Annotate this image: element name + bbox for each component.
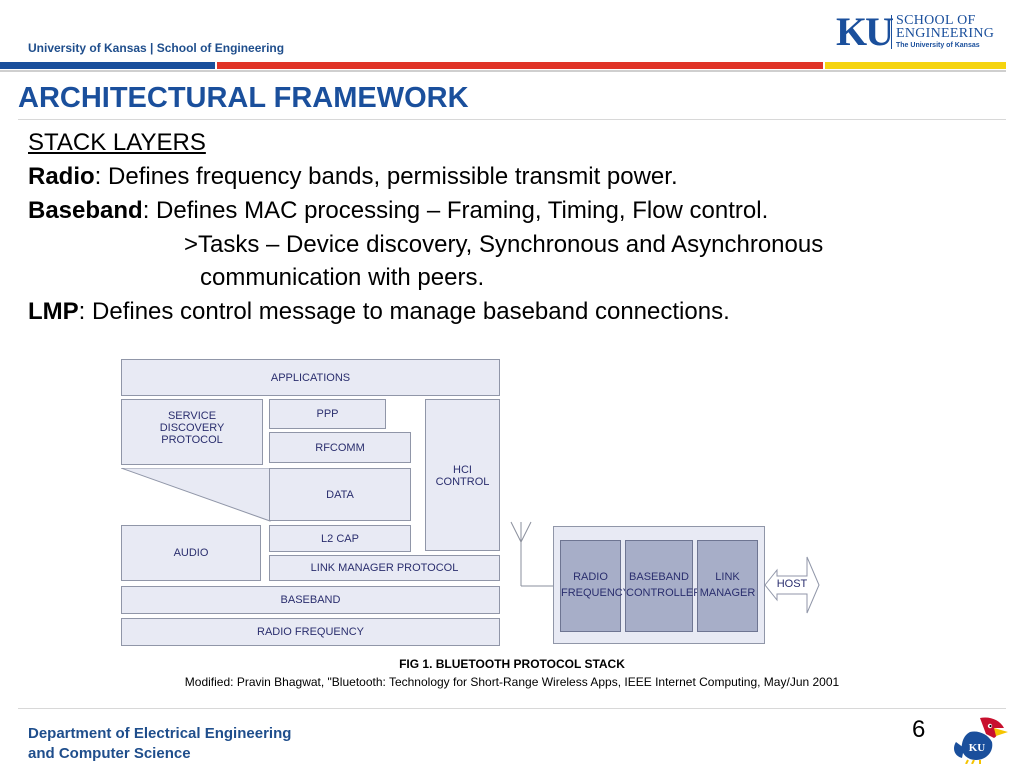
sdp-layer: SERVICE DISCOVERY PROTOCOL [121,399,263,465]
device-baseband-controller: BASEBAND CONTROLLER [625,540,701,632]
lmp-term: LMP [28,298,79,325]
radio-frequency-layer: RADIO FREQUENCY [121,618,500,646]
page-number: 6 [912,716,926,743]
header-bar-blue [0,62,215,69]
jayhawk-mascot-icon: KU [954,717,1008,764]
host-double-arrow-icon [764,556,820,614]
ppp-layer: PPP [269,399,386,429]
hci-control-layer: HCI CONTROL [425,399,500,551]
radio-text: : Defines frequency bands, permissible t… [94,163,678,190]
ku-engineering-logo: KU SCHOOL OF ENGINEERING The University … [836,12,1006,54]
header-bar-yellow [825,62,1006,69]
rfcomm-layer: RFCOMM [269,432,411,463]
header-bar-red [217,62,823,69]
logo-line3: The University of Kansas [896,42,980,49]
link-manager-protocol-layer: LINK MANAGER PROTOCOL [269,555,500,581]
lmp-definition: LMP: Defines control message to manage b… [28,298,730,326]
tasks-line-2: communication with peers. [200,264,485,291]
header-rule [0,70,1006,72]
audio-layer: AUDIO [121,525,261,581]
device-link-manager: LINK MANAGER [697,540,758,632]
device-radio-frequency: RADIO FREQUENCY [560,540,630,632]
footer-rule [18,708,1006,709]
data-wedge-shape [121,468,271,522]
stack-layers-heading: STACK LAYERS [28,129,206,156]
baseband-term: Baseband [28,197,143,224]
radio-definition: Radio: Defines frequency bands, permissi… [28,163,678,191]
university-header: University of Kansas | School of Enginee… [28,41,285,55]
figure-caption-source: Modified: Pravin Bhagwat, "Bluetooth: Te… [184,675,840,689]
slide-title: ARCHITECTURAL FRAMEWORK [18,82,469,114]
logo-mark: KU [836,9,894,54]
antenna-icon [510,521,554,587]
mascot-ku-text: KU [969,742,986,754]
baseband-definition: Baseband: Defines MAC processing – Frami… [28,197,768,225]
l2cap-layer: L2 CAP [269,525,411,552]
logo-line2: ENGINEERING [896,26,995,41]
lmp-text: : Defines control message to manage base… [78,298,730,325]
applications-layer: APPLICATIONS [121,359,500,396]
host-label: HOST [776,578,808,590]
logo-divider [891,15,892,49]
radio-term: Radio [28,163,95,190]
baseband-text: : Defines MAC processing – Framing, Timi… [142,197,769,224]
figure-caption-title: FIG 1. BLUETOOTH PROTOCOL STACK [399,657,625,671]
logo-line1: SCHOOL OF [896,13,976,28]
tasks-line-1: >Tasks – Device discovery, Synchronous a… [184,231,824,258]
baseband-layer: BASEBAND [121,586,500,614]
title-rule [18,119,1006,120]
department-line-1: Department of Electrical Engineering [28,725,292,742]
data-layer: DATA [269,468,411,521]
department-line-2: and Computer Science [28,745,191,762]
